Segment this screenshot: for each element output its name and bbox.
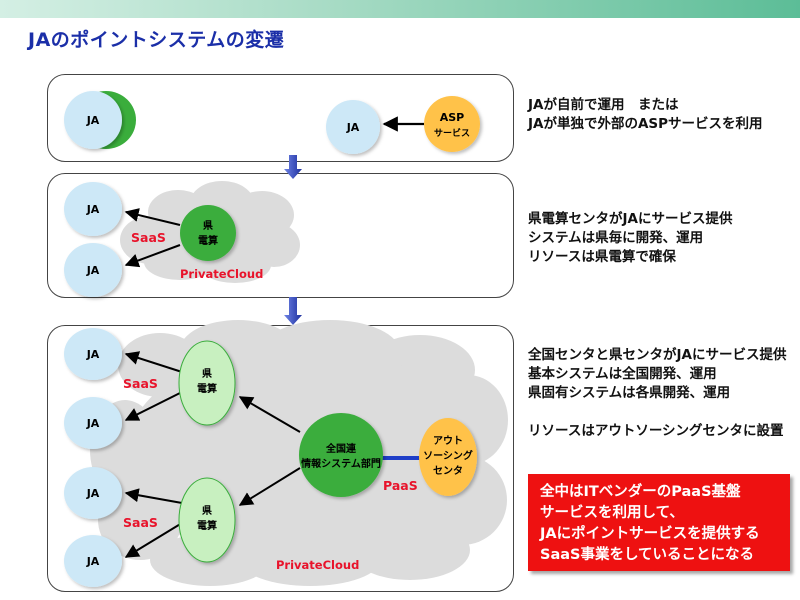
panel3-ja-4-node xyxy=(64,535,122,587)
panel3-saas-bottom-label: SaaS xyxy=(123,515,158,530)
panel3-ja-1-label: JA xyxy=(86,348,100,361)
stage-3-desc-line: 基本システムは全国開発、運用 xyxy=(528,366,717,382)
panel3-ja-1-node xyxy=(64,328,122,380)
stage-1-description: JAが自前で運用 または JAが単独で外部のASPサービスを利用 xyxy=(528,96,763,134)
outsourcing-center-node xyxy=(419,418,477,496)
stage-2-description: 県電算センタがJAにサービス提供 システムは県毎に開発、運用 リソースは県電算で… xyxy=(528,210,732,267)
panel3-pref-bottom-node xyxy=(178,477,236,563)
panel3-pref-top-line2: 電算 xyxy=(197,382,217,395)
asp-label-line2: サービス xyxy=(434,127,470,139)
panel2-private-cloud-label: PrivateCloud xyxy=(180,267,263,281)
national-line2: 情報システム部門 xyxy=(301,457,381,470)
panel1-ja-left-label: JA xyxy=(86,114,100,127)
stage-1-desc-line: JAが自前で運用 または xyxy=(528,97,679,113)
panel2-ja-top-node xyxy=(64,182,122,236)
transition-arrow-2 xyxy=(284,297,302,325)
panel3-ja-2-node xyxy=(64,397,122,449)
panel3-ja-4-label: JA xyxy=(86,555,100,568)
stage-2-desc-line: リソースは県電算で確保 xyxy=(528,249,676,265)
national-to-pref-top-arrow xyxy=(238,396,301,433)
stage-3-desc-line: リソースはアウトソーシングセンタに設置 xyxy=(528,423,784,439)
desc-spacer xyxy=(528,403,786,422)
national-to-pref-bottom-arrow xyxy=(238,467,301,506)
panel3-ja-3-node xyxy=(64,467,122,519)
top-banner xyxy=(0,0,800,18)
panel3-pref-bottom-line2: 電算 xyxy=(197,519,217,532)
conclusion-callout: 全中はITベンダーのPaaS基盤 サービスを利用して、 JAにポイントサービスを… xyxy=(528,474,790,571)
panel3-ja-3-label: JA xyxy=(86,487,100,500)
stage-2-desc-line: システムは県毎に開発、運用 xyxy=(528,230,704,246)
panel2-pref-line2: 電算 xyxy=(198,234,218,247)
transition-arrow-1 xyxy=(284,155,302,179)
panel3-private-cloud-label: PrivateCloud xyxy=(276,558,359,572)
stage-1-desc-line: JAが単独で外部のASPサービスを利用 xyxy=(528,116,763,132)
callout-line: サービスを利用して、 xyxy=(540,505,684,521)
paas-label: PaaS xyxy=(383,478,418,493)
panel2-pref-node xyxy=(180,205,236,261)
callout-line: 全中はITベンダーのPaaS基盤 xyxy=(540,484,741,500)
stage-3-desc-line: 全国センタと県センタがJAにサービス提供 xyxy=(528,347,787,363)
outsourcing-line2: ソーシング xyxy=(423,449,473,462)
panel2-ja-top-label: JA xyxy=(86,203,100,216)
asp-label-line1: ASP xyxy=(440,111,465,124)
panel3-arrow-to-ja-3 xyxy=(124,488,183,504)
national-center-node xyxy=(299,413,383,497)
panel2-arrow-to-ja-top xyxy=(124,208,181,226)
panel3-arrow-to-ja-4 xyxy=(124,522,183,558)
panel3-pref-top-line1: 県 xyxy=(202,367,212,380)
panel2-ja-bottom-label: JA xyxy=(86,264,100,277)
outsourcing-line1: アウト xyxy=(433,435,463,447)
callout-line: JAにポイントサービスを提供する xyxy=(540,526,760,542)
panel3-pref-bottom-line1: 県 xyxy=(202,504,212,517)
panel1-ja-asp-node: JA xyxy=(326,100,380,154)
panel3-pref-top-node xyxy=(178,340,236,426)
panel3-ja-2-label: JA xyxy=(86,417,100,430)
panel3-arrow-to-ja-1 xyxy=(124,351,183,373)
panel2-private-cloud xyxy=(120,181,300,283)
stage-3-description: 全国センタと県センタがJAにサービス提供 基本システムは全国開発、運用 県固有シ… xyxy=(528,346,786,441)
page-title: JAのポイントシステムの変遷 xyxy=(28,29,285,51)
panel2-pref-line1: 県 xyxy=(203,219,213,232)
panel2-saas-label: SaaS xyxy=(131,230,166,245)
panel2-ja-bottom-node xyxy=(64,243,122,297)
panel2-arrow-to-ja-bottom xyxy=(124,244,181,268)
outsourcing-line3: センタ xyxy=(433,465,463,477)
stage-3-desc-line: 県固有システムは各県開発、運用 xyxy=(528,385,731,401)
panel1-ja-right-label: JA xyxy=(346,121,360,134)
stage-2-desc-line: 県電算センタがJAにサービス提供 xyxy=(528,211,733,227)
callout-line: SaaS事業をしていることになる xyxy=(540,547,755,563)
panel1-ja-self-node: JA xyxy=(64,91,136,149)
national-line1: 全国連 xyxy=(325,442,357,455)
panel3-arrow-to-ja-2 xyxy=(124,391,183,421)
asp-service-node: ASP サービス xyxy=(424,96,480,152)
panel3-saas-top-label: SaaS xyxy=(123,376,158,391)
